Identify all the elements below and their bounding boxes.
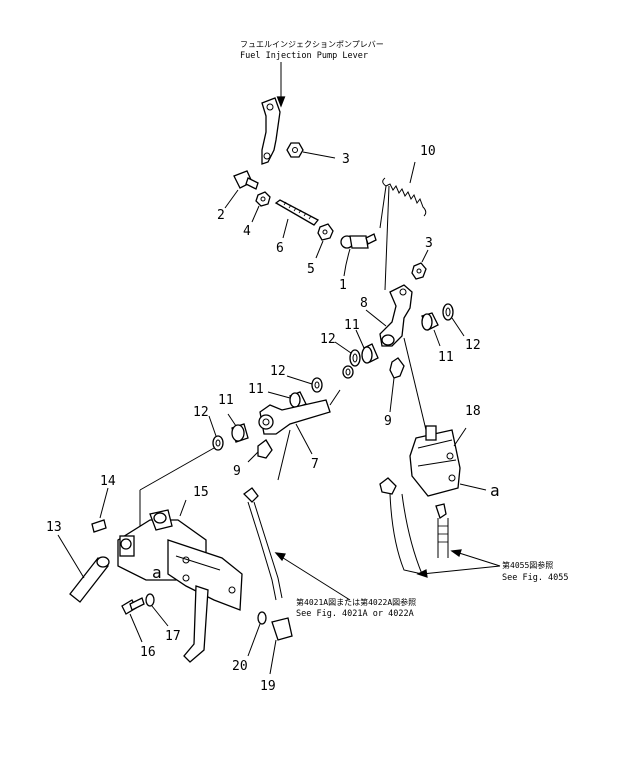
spring-10 (382, 161, 427, 217)
grease-fitting-9-left (247, 439, 273, 463)
label-18: 18 (465, 404, 481, 419)
bushing-11-left (227, 413, 249, 443)
washer-17 (145, 593, 169, 627)
label-16: 16 (140, 645, 156, 660)
label-5: 5 (307, 262, 315, 277)
washer-12-left-middle (286, 375, 323, 393)
ref-4021-japanese: 第4021A図または第4022A図参照 (296, 597, 416, 607)
label-13: 13 (46, 520, 62, 535)
lever-7 (258, 389, 341, 481)
label-12-left: 12 (193, 405, 209, 420)
label-11-right: 11 (438, 350, 454, 365)
ref-4021-english: See Fig. 4021A or 4022A (296, 609, 414, 619)
shaft-13 (57, 534, 110, 603)
label-9-left: 9 (233, 464, 241, 479)
label-3-right: 3 (425, 236, 433, 251)
spring-link-line-a (379, 185, 387, 229)
pin-14 (91, 487, 109, 533)
ball-joint-1 (340, 233, 377, 277)
washer-20 (247, 611, 267, 657)
label-19: 19 (260, 679, 276, 694)
label-2: 2 (217, 208, 225, 223)
ref-4055-english: See Fig. 4055 (502, 573, 569, 583)
nut-4 (251, 191, 271, 223)
control-cable (243, 487, 351, 601)
label-4: 4 (243, 224, 251, 239)
label-17: 17 (165, 629, 181, 644)
fuel-injection-pump-lever (261, 97, 281, 165)
bushing-11-right (421, 312, 441, 347)
washer-12-right (442, 303, 465, 337)
label-12-left-middle: 12 (270, 364, 286, 379)
label-7: 7 (311, 457, 319, 472)
label-12-middle: 12 (320, 332, 336, 347)
fuel-pump-lever-english: Fuel Injection Pump Lever (240, 51, 368, 61)
label-20: 20 (232, 659, 248, 674)
nut-3-upper (286, 142, 336, 159)
bolt-2 (224, 170, 259, 209)
hose-left (379, 477, 423, 575)
small-nut-middle (342, 365, 354, 379)
ref-4055-arrows (416, 549, 501, 578)
washer-12-left (208, 415, 224, 451)
connection-letter-a-left: a (152, 563, 162, 582)
spring-link-line-b (384, 185, 390, 291)
bolt-16 (121, 597, 145, 643)
label-10: 10 (420, 144, 436, 159)
ref-4055-japanese: 第4055図参照 (502, 560, 553, 570)
label-11-left: 11 (218, 393, 234, 408)
label-12-right: 12 (465, 338, 481, 353)
nut-5 (315, 223, 334, 259)
washer-12-middle (334, 341, 361, 367)
label-1: 1 (339, 278, 347, 293)
label-14: 14 (100, 474, 116, 489)
bushing-11-left-middle (267, 391, 307, 409)
fuel-pump-lever-arrow (276, 62, 286, 108)
assembly-line-left (139, 447, 215, 491)
label-8: 8 (360, 296, 368, 311)
lever-8 (365, 284, 427, 431)
hose-right (435, 503, 449, 558)
label-11-left-middle: 11 (248, 382, 264, 397)
pilot-valve-18 (409, 425, 487, 497)
fuel-pump-lever-japanese: フュエルインジェクションポンプレバー (240, 40, 384, 49)
grease-fitting-9-right (389, 357, 405, 413)
connection-letter-a-right: a (490, 481, 500, 500)
label-9-right: 9 (384, 414, 392, 429)
label-3-upper: 3 (342, 152, 350, 167)
bushing-11-middle (355, 329, 379, 364)
nut-3-right (411, 249, 429, 280)
threaded-rod-6 (274, 199, 319, 239)
label-11-middle: 11 (344, 318, 360, 333)
label-6: 6 (276, 241, 284, 256)
bolt-19 (269, 617, 293, 675)
label-15: 15 (193, 485, 209, 500)
pedal-lever (167, 539, 243, 663)
